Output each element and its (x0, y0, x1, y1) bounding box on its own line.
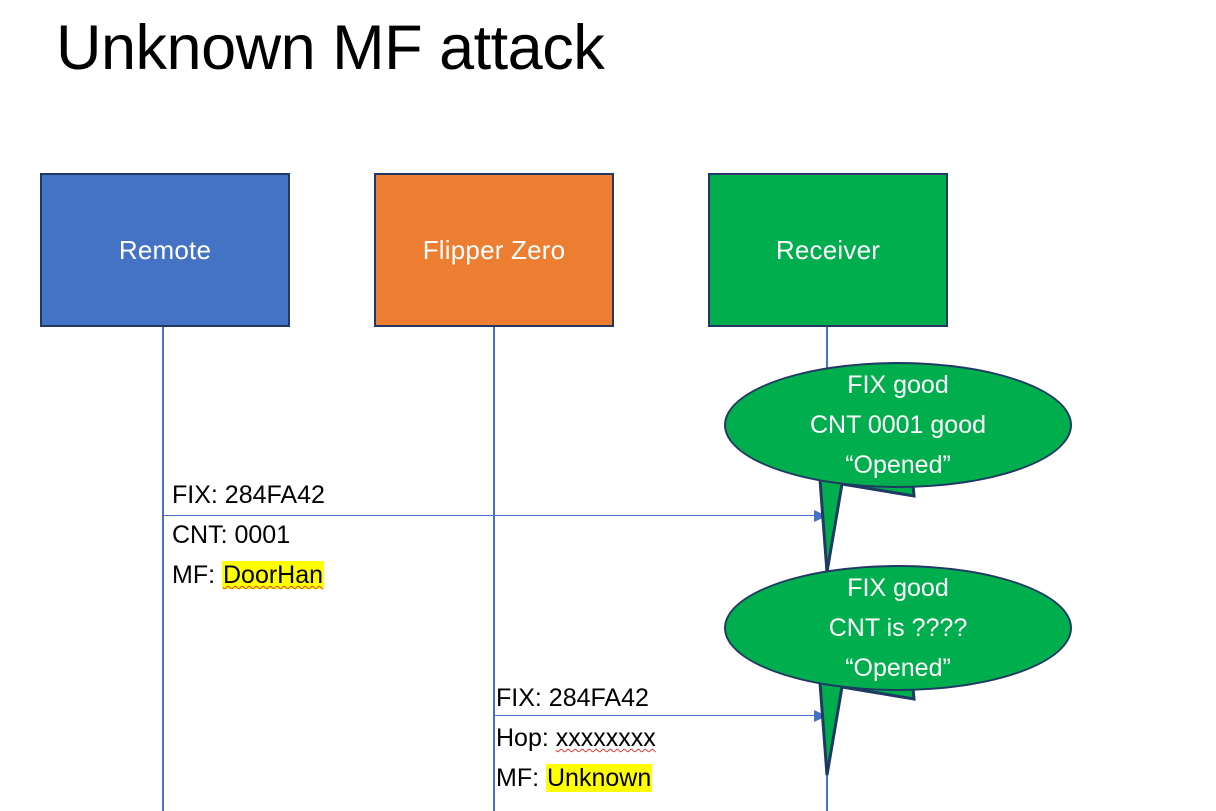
actor-label-receiver: Receiver (775, 234, 881, 265)
actor-box-flipper[interactable]: Flipper Zero (374, 173, 614, 327)
actor-label-flipper: Flipper Zero (422, 234, 566, 265)
callout-line: FIX good (847, 371, 949, 399)
message-line-value: 284FA42 (548, 684, 649, 712)
callout-body: FIX good CNT is ???? “Opened” (724, 565, 1072, 691)
arrow-shaft (494, 715, 815, 716)
message-line-value: 0001 (234, 521, 291, 549)
message-line-label: Hop: (496, 724, 556, 752)
message-line-label: FIX: (496, 684, 549, 712)
page-title: Unknown MF attack (56, 13, 605, 83)
callout-bubble-1[interactable]: FIX good CNT 0001 good “Opened” (724, 362, 1072, 573)
callout-line: CNT 0001 good (809, 411, 987, 439)
callout-body: FIX good CNT 0001 good “Opened” (724, 362, 1072, 488)
message-line: Hop: xxxxxxxx (496, 718, 656, 758)
message-line: FIX: 284FA42 (172, 475, 325, 515)
lifeline-flipper (493, 326, 495, 811)
message-line: MF: DoorHan (172, 555, 325, 595)
message-line-label: MF: (496, 764, 546, 792)
actor-box-receiver[interactable]: Receiver (708, 173, 948, 327)
message-line: CNT: 0001 (172, 515, 325, 555)
message-label-2: FIX: 284FA42 Hop: xxxxxxxx MF: Unknown (496, 678, 656, 798)
message-label-1: FIX: 284FA42 CNT: 0001 MF: DoorHan (172, 475, 325, 595)
message-line-label: MF: (172, 561, 222, 589)
message-line-value: 284FA42 (224, 481, 325, 509)
message-line-label: CNT: (172, 521, 235, 549)
lifeline-remote (162, 326, 164, 811)
message-line: MF: Unknown (496, 758, 656, 798)
message-line-value-highlighted: Unknown (546, 764, 653, 792)
callout-line: “Opened” (845, 654, 951, 682)
message-line: FIX: 284FA42 (496, 678, 656, 718)
message-line-label: FIX: (172, 481, 225, 509)
callout-line: FIX good (847, 574, 949, 602)
callout-line: “Opened” (845, 451, 951, 479)
message-line-value-highlighted: DoorHan (222, 561, 325, 589)
message-line-value: xxxxxxxx (555, 724, 656, 752)
arrow-shaft (163, 515, 815, 516)
actor-label-remote: Remote (118, 234, 212, 265)
actor-box-remote[interactable]: Remote (40, 173, 290, 327)
callout-bubble-2[interactable]: FIX good CNT is ???? “Opened” (724, 565, 1072, 776)
callout-line: CNT is ???? (828, 614, 968, 642)
